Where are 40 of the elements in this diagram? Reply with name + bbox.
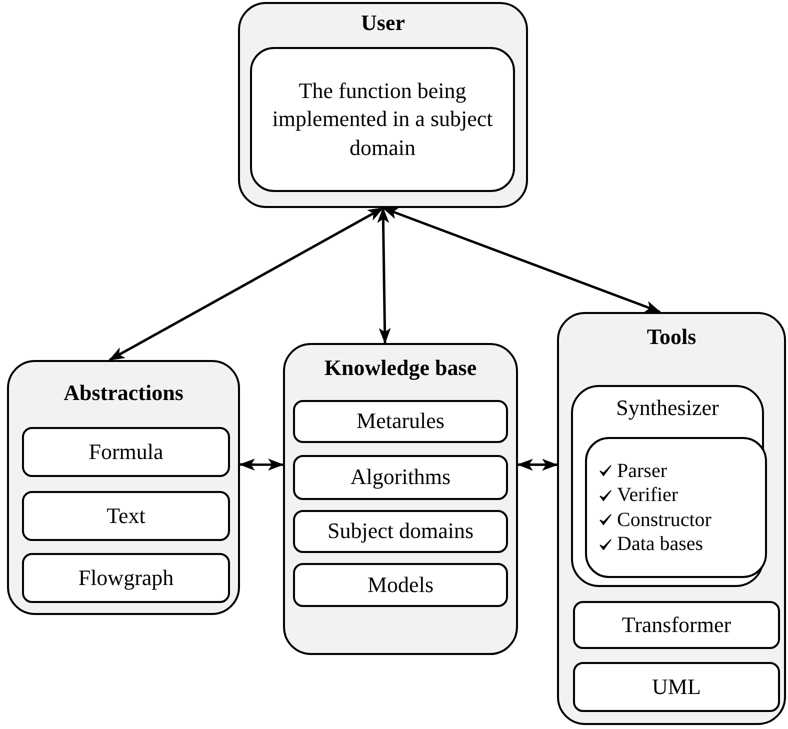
list-item: Verifier — [617, 483, 678, 508]
item-box — [293, 510, 508, 553]
list-item: Parser — [617, 458, 667, 484]
item-box — [250, 47, 515, 192]
group-box — [238, 2, 528, 208]
heading: Abstractions — [64, 380, 184, 406]
arrow — [239, 458, 284, 471]
item-box — [585, 437, 767, 578]
heading: Knowledge base — [324, 355, 477, 381]
heading: User — [361, 10, 405, 36]
group-box — [7, 360, 240, 615]
item-label: Text — [106, 502, 146, 530]
item-label: Metarules — [356, 407, 444, 436]
item-label: Models — [368, 570, 434, 599]
group-box — [283, 343, 518, 655]
list-item: Constructor — [617, 508, 712, 532]
item-box — [22, 427, 230, 477]
heading: Tools — [646, 324, 696, 350]
arrow — [382, 206, 661, 314]
item-label: Flowgraph — [78, 564, 174, 592]
arrow — [108, 206, 384, 362]
item-box — [573, 601, 780, 649]
item-label: The function being implemented in a subject domain — [271, 76, 494, 162]
item-box — [293, 400, 508, 443]
item-box — [293, 563, 508, 607]
item-box — [571, 385, 764, 587]
arrow — [517, 458, 558, 471]
item-label: Algorithms — [350, 463, 451, 492]
item-box — [22, 491, 230, 541]
item-label: Transformer — [622, 610, 732, 639]
item-box — [573, 662, 780, 712]
group-box — [557, 312, 786, 725]
item-label: UML — [652, 672, 701, 701]
arrow — [377, 207, 391, 344]
item-label: Subject domains — [327, 517, 474, 546]
item-box — [293, 455, 508, 500]
item-label: Formula — [88, 438, 164, 466]
item-box — [22, 553, 230, 603]
list-item: Data bases — [617, 532, 704, 556]
subheading: Synthesizer — [616, 395, 719, 421]
